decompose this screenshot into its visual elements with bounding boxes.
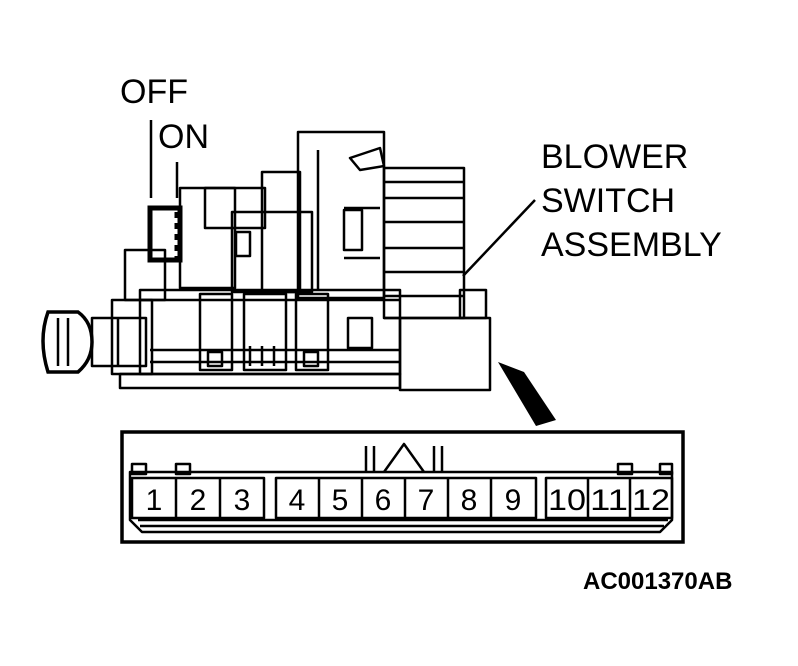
pin-2-label: 2 xyxy=(190,484,207,517)
switch-assembly-drawing xyxy=(41,130,492,392)
label-on: ON xyxy=(158,118,209,156)
label-assembly: ASSEMBLY xyxy=(541,226,722,264)
connector-outline xyxy=(120,430,685,544)
label-switch: SWITCH xyxy=(541,182,675,220)
figure-code: AC001370AB xyxy=(583,568,732,595)
pin-8-label: 8 xyxy=(461,484,478,517)
assembly-leader-line xyxy=(462,199,536,277)
label-off: OFF xyxy=(120,73,188,111)
pin-6-label: 6 xyxy=(375,484,392,517)
view-arrow xyxy=(498,362,556,426)
pin-1-label: 1 xyxy=(146,484,163,517)
pin-4-label: 4 xyxy=(289,484,306,517)
lower-housing xyxy=(398,316,492,392)
label-blower: BLOWER xyxy=(541,138,688,176)
pin-10-label: 10 xyxy=(548,484,586,517)
pin-12-label: 12 xyxy=(632,484,670,517)
pin-3-label: 3 xyxy=(234,484,251,517)
pin-5-label: 5 xyxy=(332,484,349,517)
pin-11-label: 11 xyxy=(590,484,628,517)
pin-7-label: 7 xyxy=(418,484,435,517)
connector-face-view: 1 2 3 4 5 6 7 8 9 10 11 12 xyxy=(120,430,685,544)
pin-9-label: 9 xyxy=(505,484,522,517)
knob xyxy=(41,310,94,374)
